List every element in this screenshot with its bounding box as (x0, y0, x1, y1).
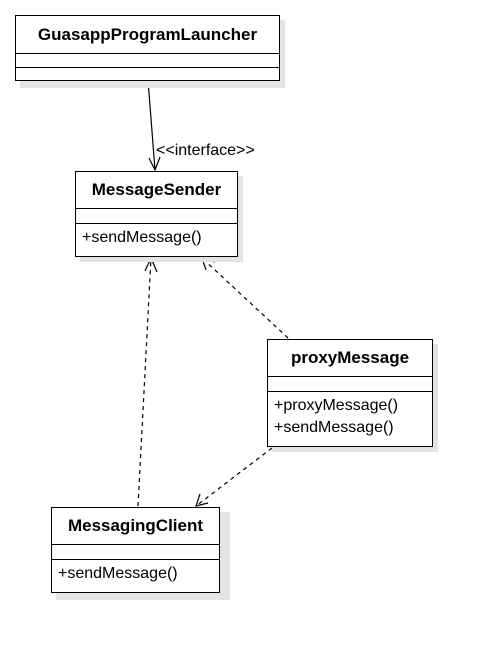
operations-compartment (16, 68, 279, 80)
operation: +proxyMessage() (274, 397, 399, 414)
class-proxy-message[interactable]: proxyMessage +proxyMessage() +sendMessag… (267, 339, 433, 447)
operation: +sendMessage() (274, 419, 394, 436)
attributes-compartment (52, 545, 219, 560)
attributes-compartment (268, 377, 432, 392)
operations-compartment: +sendMessage() (76, 224, 237, 249)
attributes-compartment (16, 54, 279, 68)
class-name: proxyMessage (268, 340, 432, 377)
operation: +sendMessage() (82, 229, 202, 246)
class-name: GuasappProgramLauncher (16, 16, 279, 54)
class-guasapp-program-launcher[interactable]: GuasappProgramLauncher (15, 15, 280, 81)
class-message-sender[interactable]: MessageSender +sendMessage() (75, 171, 238, 257)
operation: +sendMessage() (58, 565, 178, 582)
interface-stereotype-label: <<interface>> (156, 142, 255, 159)
client-to-sender-dependency (137, 256, 158, 507)
operations-compartment: +proxyMessage() +sendMessage() (268, 392, 432, 439)
class-name: MessagingClient (52, 508, 219, 545)
class-name: MessageSender (76, 172, 237, 209)
proxy-to-sender-dependency (201, 257, 289, 339)
proxy-to-client-dependency (195, 447, 273, 507)
class-messaging-client[interactable]: MessagingClient +sendMessage() (51, 507, 220, 593)
operations-compartment: +sendMessage() (52, 560, 219, 585)
attributes-compartment (76, 209, 237, 224)
